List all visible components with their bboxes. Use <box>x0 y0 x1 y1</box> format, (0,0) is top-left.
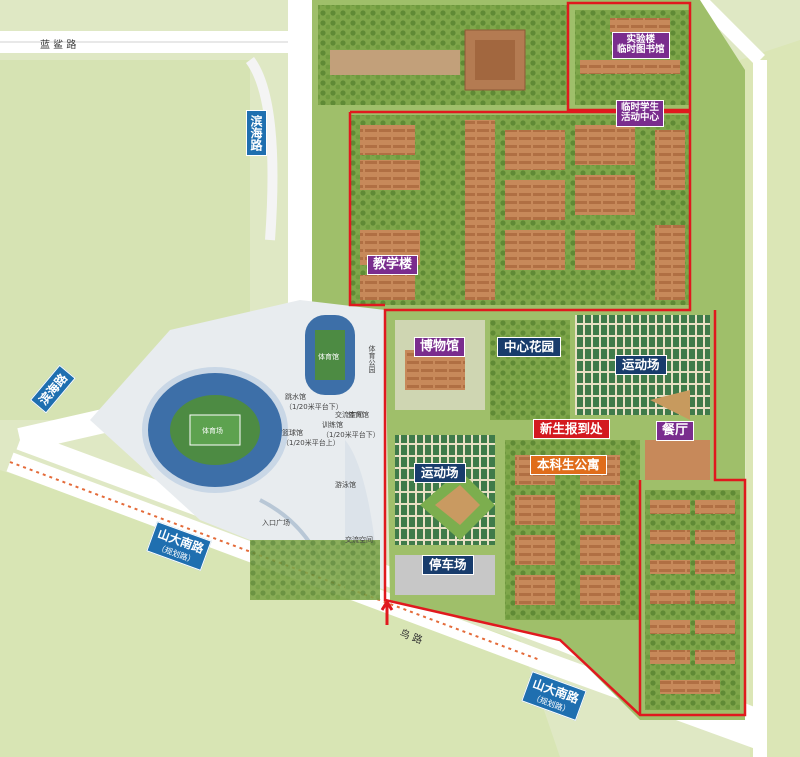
hall-4-label: 体育馆 <box>348 411 369 419</box>
teaching-building-label: 教学楼 <box>367 255 419 276</box>
stadium-label: 体育场 <box>202 427 223 435</box>
entrance-plaza-label: 入口广场 <box>262 519 290 527</box>
museum-label: 博物馆 <box>414 337 466 358</box>
hall-3-label: 训练馆 （1/20米平台下） <box>322 421 380 439</box>
central-garden-label: 中心花园 <box>497 337 562 357</box>
north-road-label: 蓝 鲨 路 <box>40 40 77 51</box>
parking-label: 停车场 <box>422 555 474 575</box>
student-center-label: 临时学生 活动中心 <box>616 100 665 127</box>
registration-label: 新生报到处 <box>533 419 610 439</box>
aquatic-label: 游泳馆 <box>335 481 356 489</box>
binhai-road-sign-top: 滨海路 <box>246 110 267 156</box>
canteen-label: 餐厅 <box>656 421 695 442</box>
lab-library-label: 实验楼 临时图书馆 <box>612 32 670 59</box>
hall-6-label: 交流空间 <box>345 536 373 544</box>
hall-1-label: 跳水馆 （1/20米平台下） <box>285 393 343 411</box>
undergrad-dorm-label: 本科生公寓 <box>530 455 607 475</box>
sports-field-west-label: 运动场 <box>414 463 466 483</box>
sports-park-label: 体育公园 <box>368 345 376 373</box>
hall-2-label: 篮球馆 （1/20米平台上） <box>282 429 340 447</box>
hall-5-label: 交流空间 <box>335 411 363 419</box>
gym-label: 体育馆 <box>318 353 339 361</box>
sports-field-east-label: 运动场 <box>615 355 667 375</box>
